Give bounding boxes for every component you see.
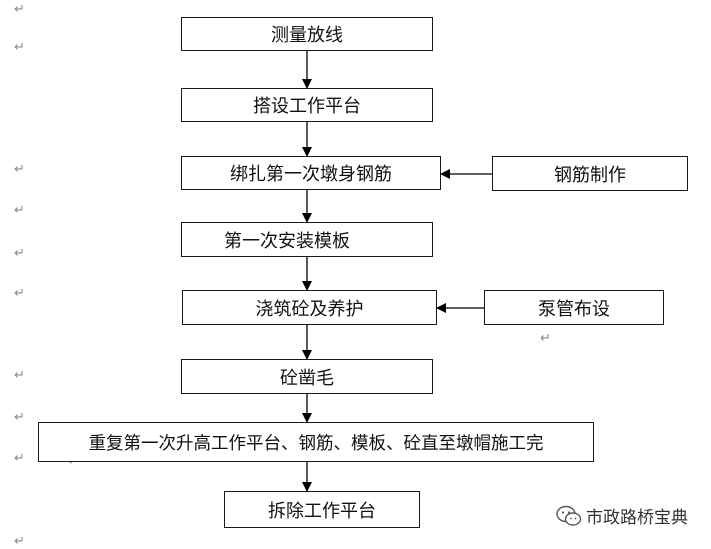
step-repeat-until-cap: 重复第一次升高工作平台、钢筋、模板、砼直至墩帽施工完 <box>38 422 594 462</box>
paragraph-mark: ↵ <box>14 246 25 261</box>
step-remove-platform: 拆除工作平台 <box>224 491 420 528</box>
step-label: 砼凿毛 <box>280 367 334 389</box>
step-label: 拆除工作平台 <box>268 500 376 522</box>
step-erect-platform: 搭设工作平台 <box>181 88 433 122</box>
step-label: 绑扎第一次墩身钢筋 <box>230 164 392 185</box>
side-label: 泵管布设 <box>538 298 610 320</box>
watermark: 市政路桥宝典 <box>556 503 688 528</box>
wechat-icon <box>556 505 582 526</box>
paragraph-mark: ↵ <box>14 368 25 383</box>
step-label: 第一次安装模板 <box>224 230 350 252</box>
side-label: 钢筋制作 <box>554 164 626 186</box>
step-label: 重复第一次升高工作平台、钢筋、模板、砼直至墩帽施工完 <box>88 433 544 454</box>
step-concrete-chiseling: 砼凿毛 <box>181 359 433 394</box>
step-label: 测量放线 <box>271 25 343 46</box>
side-pump-pipe-layout: 泵管布设 <box>484 290 664 325</box>
step-install-formwork: 第一次安装模板 <box>181 222 433 257</box>
paragraph-mark: ↵ <box>14 162 25 177</box>
step-pour-concrete: 浇筑砼及养护 <box>182 290 437 325</box>
paragraph-mark: ↵ <box>14 451 25 466</box>
step-label: 浇筑砼及养护 <box>255 298 364 320</box>
watermark-text: 市政路桥宝典 <box>586 508 688 528</box>
paragraph-mark: ↵ <box>14 40 25 55</box>
side-rebar-fabrication: 钢筋制作 <box>492 156 688 191</box>
paragraph-mark: ↵ <box>14 410 25 425</box>
paragraph-mark: ↵ <box>14 2 25 17</box>
paragraph-mark: ↵ <box>14 203 25 218</box>
step-label: 搭设工作平台 <box>253 96 361 117</box>
paragraph-mark: ↵ <box>540 331 551 346</box>
step-survey-layout: 测量放线 <box>181 17 433 51</box>
paragraph-mark: ↵ <box>14 286 25 301</box>
step-tie-rebar: 绑扎第一次墩身钢筋 <box>181 156 441 190</box>
paragraph-mark: ↵ <box>14 534 25 549</box>
